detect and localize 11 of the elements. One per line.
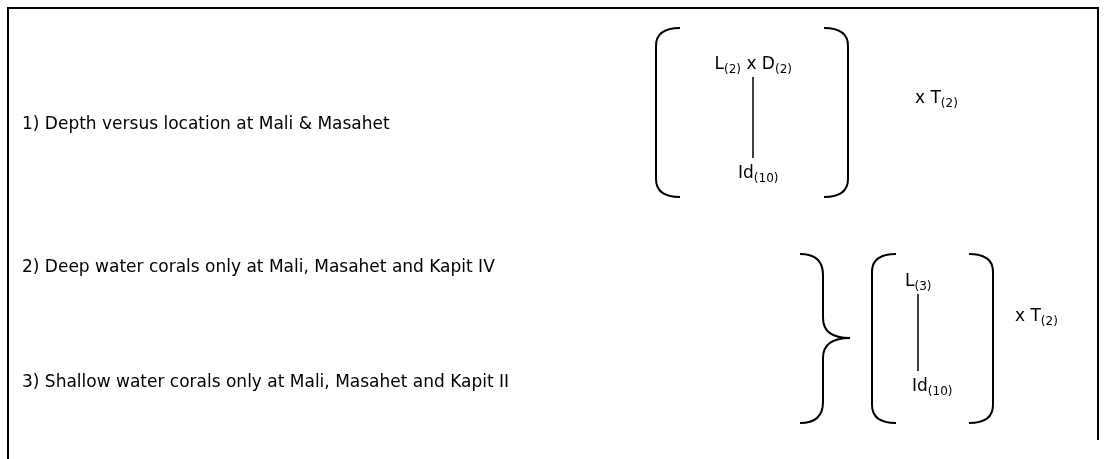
time-factor: x T$_{(2)}$: [915, 86, 958, 108]
design-statement: 2) Deep water corals only at Mali, Masahet and Kapit IV: [22, 255, 495, 277]
design-statement: 3) Shallow water corals only at Mali, Masahet and Kapit II: [22, 370, 510, 392]
design-statement: 1) Depth versus location at Mali & Masahet: [22, 112, 390, 134]
nesting-line: [752, 76, 754, 159]
factor-term: Id$_{(10)}$: [738, 161, 779, 183]
factor-term: L$_{(3)}$: [905, 269, 932, 291]
time-factor: x T$_{(2)}$: [1015, 304, 1058, 326]
nesting-line: [917, 293, 919, 372]
factor-term: L$_{(2)}$ x D$_{(2)}$: [714, 52, 792, 74]
factor-term: Id$_{(10)}$: [912, 374, 953, 396]
